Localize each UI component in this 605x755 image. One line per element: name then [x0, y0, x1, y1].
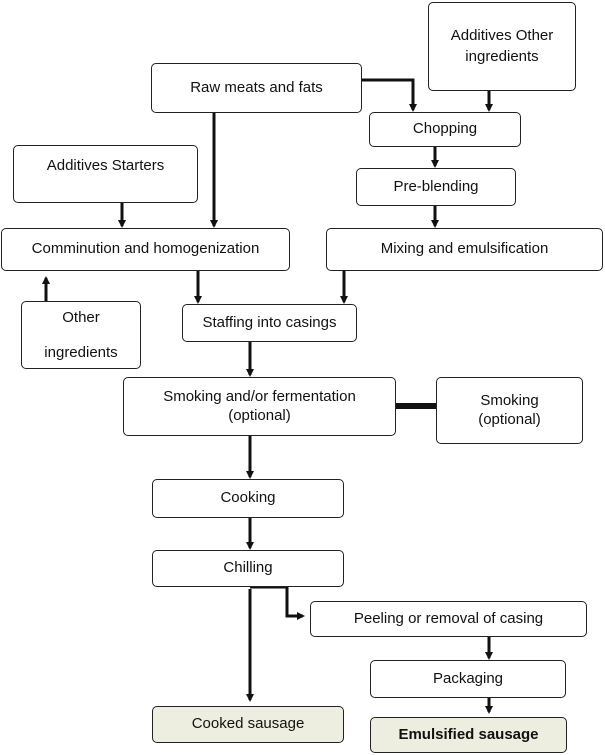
node-additives-starters: Additives Starters — [13, 145, 198, 203]
node-smoking-optional: Smoking (optional) — [436, 377, 583, 444]
node-chilling-label: Chilling — [223, 559, 273, 577]
node-cooked-sausage-label: Cooked sausage — [191, 715, 305, 733]
node-staffing-label: Staffing into casings — [202, 313, 337, 331]
node-raw-meats-label: Raw meats and fats — [190, 78, 323, 96]
node-comminution-label: Comminution and homogenization — [31, 240, 260, 258]
node-peeling-label: Peeling or removal of casing — [353, 609, 544, 627]
node-pre-blending-label: Pre-blending — [393, 177, 479, 195]
node-smoking-fermentation: Smoking and/or fermentation (optional) — [123, 377, 396, 436]
node-mixing-label: Mixing and emulsification — [380, 240, 549, 258]
node-chopping-label: Chopping — [412, 120, 478, 138]
node-comminution: Comminution and homogenization — [1, 228, 290, 271]
node-cooked-sausage: Cooked sausage — [152, 706, 344, 743]
node-mixing: Mixing and emulsification — [326, 228, 603, 271]
node-chilling: Chilling — [152, 550, 344, 587]
node-cooking: Cooking — [152, 479, 344, 518]
node-additives-other: Additives Other ingredients — [428, 2, 576, 91]
node-additives-starters-label: Additives Starters — [46, 156, 165, 174]
node-chopping: Chopping — [369, 112, 521, 147]
node-cooking-label: Cooking — [220, 489, 276, 507]
node-peeling: Peeling or removal of casing — [310, 601, 587, 637]
node-raw-meats: Raw meats and fats — [151, 63, 362, 113]
arrow-chilling-to-peeling — [250, 585, 305, 620]
arrow-raw-to-chopping — [362, 78, 417, 112]
node-packaging: Packaging — [370, 660, 566, 698]
node-smoking-optional-label: Smoking (optional) — [478, 391, 541, 428]
node-staffing: Staffing into casings — [182, 304, 357, 342]
node-pre-blending: Pre-blending — [356, 168, 516, 206]
node-additives-other-label: Additives Other ingredients — [450, 27, 554, 65]
node-other-ingredients: Other ingredients — [21, 301, 141, 369]
node-emulsified-sausage-label: Emulsified sausage — [398, 725, 539, 743]
node-smoking-fermentation-label: Smoking and/or fermentation (optional) — [163, 387, 356, 424]
node-packaging-label: Packaging — [432, 669, 504, 687]
node-other-ingredients-label: Other ingredients — [44, 309, 118, 361]
node-emulsified-sausage: Emulsified sausage — [370, 717, 567, 753]
